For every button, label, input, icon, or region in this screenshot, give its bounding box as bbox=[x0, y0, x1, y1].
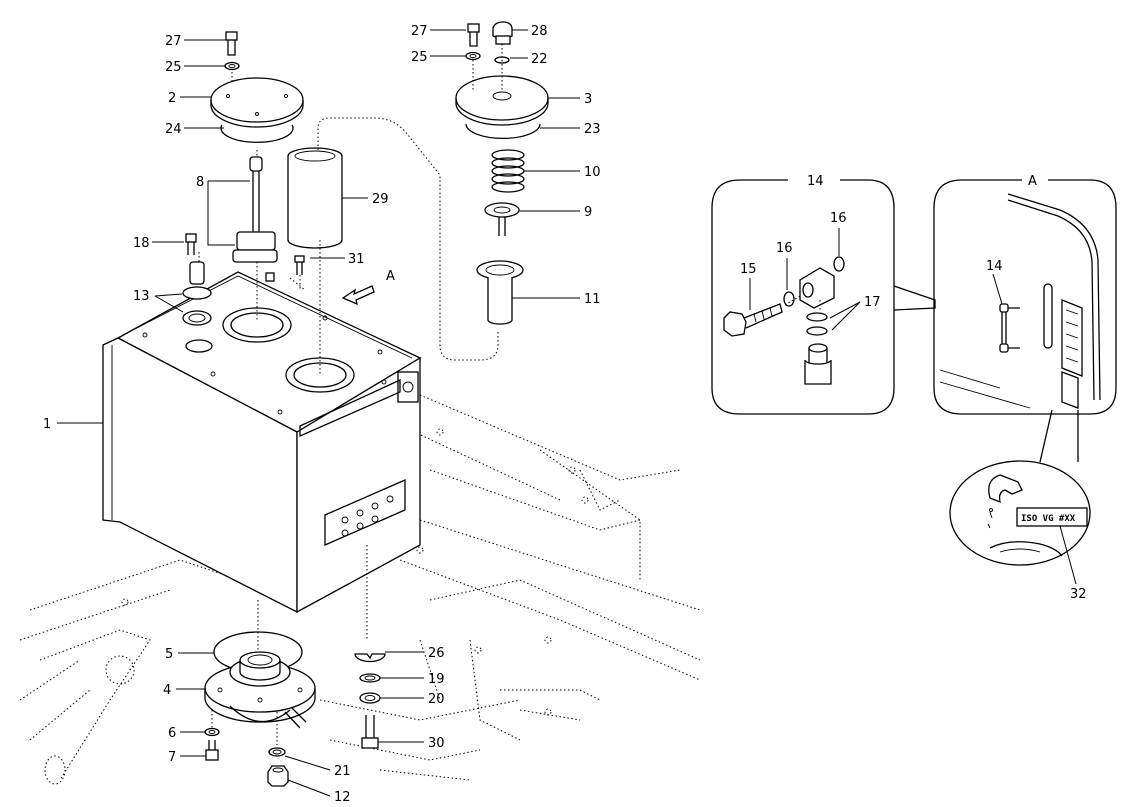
cover-plate-3 bbox=[455, 75, 549, 126]
callout-6: 6 bbox=[168, 726, 176, 741]
callout-17: 17 bbox=[864, 295, 881, 310]
callout-8: 8 bbox=[196, 175, 204, 190]
callout-24: 24 bbox=[165, 122, 182, 137]
spring-washer-20 bbox=[359, 692, 381, 704]
detail-14-frame: 14 15 16 bbox=[711, 174, 936, 415]
callout-27-right: 27 bbox=[411, 24, 428, 39]
callout-14-view: 14 bbox=[986, 259, 1003, 274]
callout-21: 21 bbox=[334, 764, 351, 779]
callout-13: 13 bbox=[133, 289, 150, 304]
washer-25-right bbox=[465, 51, 481, 61]
bolt-27-right bbox=[467, 23, 480, 47]
sight-tube bbox=[1043, 283, 1053, 349]
callout-4: 4 bbox=[163, 683, 171, 698]
cover-plate-2 bbox=[210, 77, 304, 128]
filter-element-29 bbox=[287, 147, 343, 249]
pump-flange-4 bbox=[204, 651, 316, 729]
bolt-30 bbox=[361, 715, 379, 749]
callout-3: 3 bbox=[584, 92, 592, 107]
banjo-bolt-15 bbox=[723, 303, 783, 337]
callout-22: 22 bbox=[531, 52, 548, 67]
callout-7: 7 bbox=[168, 750, 176, 765]
view-a-title: A bbox=[1028, 174, 1037, 189]
callout-10: 10 bbox=[584, 165, 601, 180]
callout-29: 29 bbox=[372, 192, 389, 207]
decal-marker bbox=[1061, 371, 1079, 409]
callout-labels-main: 27 25 2 24 8 29 18 31 A 13 1 27 28 25 22… bbox=[43, 24, 601, 805]
callout-30: 30 bbox=[428, 736, 445, 751]
view-arrow-a bbox=[341, 285, 375, 306]
bolt-31 bbox=[294, 255, 305, 275]
callout-16-right: 16 bbox=[830, 211, 847, 226]
leader-lines-main bbox=[57, 29, 580, 797]
fitting-13 bbox=[182, 261, 213, 353]
callout-25-right: 25 bbox=[411, 50, 428, 65]
assembly-lines bbox=[198, 44, 503, 745]
washer-19 bbox=[359, 673, 381, 683]
label-plate bbox=[1061, 299, 1083, 377]
nut-12 bbox=[267, 765, 289, 787]
clip-26 bbox=[354, 653, 386, 663]
callout-27-left: 27 bbox=[165, 34, 182, 49]
washer-6 bbox=[204, 727, 220, 737]
breather-18 bbox=[185, 233, 197, 255]
callout-1: 1 bbox=[43, 417, 51, 432]
bolt-7 bbox=[205, 740, 219, 761]
o-ring-24 bbox=[220, 124, 294, 143]
callout-20: 20 bbox=[428, 692, 445, 707]
view-a-frame: A 14 bbox=[933, 174, 1117, 415]
callout-25-left: 25 bbox=[165, 60, 182, 75]
iso-vg-decal-text: ISO VG #XX bbox=[1021, 514, 1076, 524]
small-plug bbox=[265, 272, 275, 282]
strainer-11 bbox=[476, 260, 524, 325]
view-a-label: A bbox=[386, 269, 395, 284]
washer-25-left bbox=[224, 61, 240, 71]
o-ring-16-left bbox=[783, 291, 795, 307]
callout-5: 5 bbox=[165, 647, 173, 662]
o-ring-16-right bbox=[833, 256, 845, 272]
washer-21 bbox=[268, 747, 286, 757]
filler-cap-28 bbox=[492, 21, 513, 45]
callout-28: 28 bbox=[531, 24, 548, 39]
banjo-fitting bbox=[799, 267, 835, 309]
hose-fitting bbox=[804, 343, 832, 385]
callout-19: 19 bbox=[428, 672, 445, 687]
callout-9: 9 bbox=[584, 205, 592, 220]
o-ring-17 bbox=[806, 312, 828, 336]
callout-15: 15 bbox=[740, 262, 757, 277]
callout-16-left: 16 bbox=[776, 241, 793, 256]
decal-detail-32: ISO VG #XX 32 bbox=[949, 409, 1091, 602]
callout-11: 11 bbox=[584, 292, 601, 307]
bolt-27-left bbox=[225, 31, 238, 56]
o-ring-23 bbox=[465, 123, 541, 140]
detail-14-title: 14 bbox=[807, 174, 824, 189]
callout-31: 31 bbox=[348, 252, 365, 267]
suction-strainer-8 bbox=[232, 156, 278, 263]
callout-23: 23 bbox=[584, 122, 601, 137]
callout-12: 12 bbox=[334, 790, 351, 805]
valve-9 bbox=[484, 202, 520, 236]
callout-2: 2 bbox=[168, 91, 176, 106]
callout-18: 18 bbox=[133, 236, 150, 251]
callout-32: 32 bbox=[1070, 587, 1087, 602]
level-gauge-14 bbox=[999, 303, 1020, 353]
spring-10 bbox=[491, 149, 525, 193]
hydraulic-tank bbox=[102, 271, 422, 614]
callout-26: 26 bbox=[428, 646, 445, 661]
